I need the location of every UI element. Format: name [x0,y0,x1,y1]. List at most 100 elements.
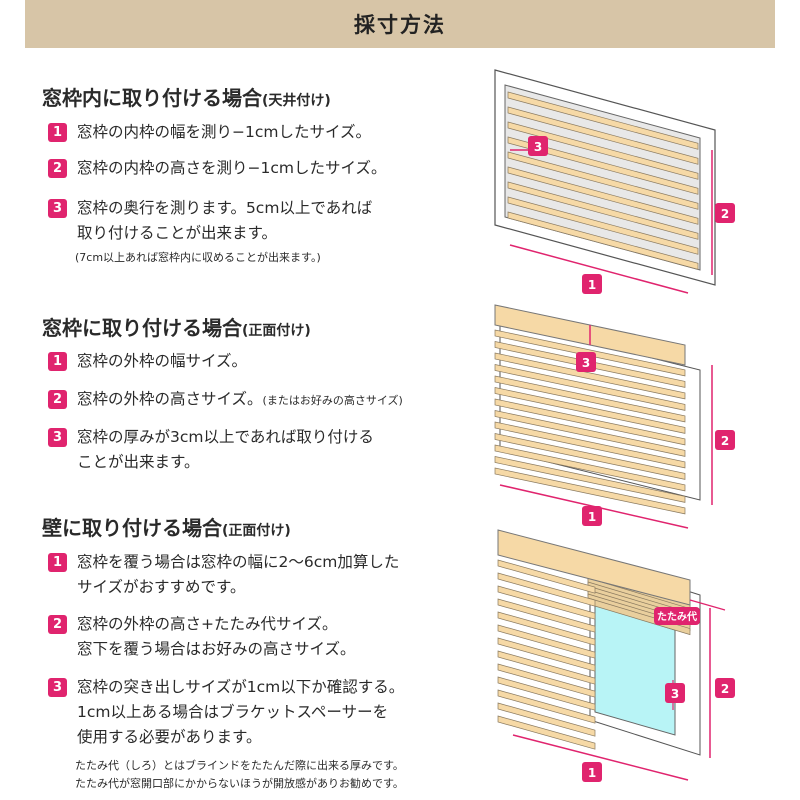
number-badge: 3 [48,678,67,697]
note-text: たたみ代（しろ）とはブラインドをたたんだ際に出来る厚みです。 [75,759,404,772]
slat [497,702,596,737]
number-badge: 1 [48,352,67,371]
slat [497,663,596,698]
item-text: 窓枠の奥行を測ります。5cm以上であれば [77,199,373,217]
slat [507,166,699,225]
item-text: 窓枠の内枠の幅を測り−1cmしたサイズ。 [77,123,372,141]
slat [497,585,596,620]
badge-label: 1 [588,510,596,524]
slat [497,559,596,594]
slat [497,624,596,659]
heading-subtitle: (天井付け) [262,93,331,109]
list-item: 3 窓枠の厚みが3cm以上であれば取り付けることが出来ます。 [48,425,374,475]
tatami-badge [654,607,700,625]
slat [497,650,596,685]
badge-label: 2 [721,207,729,221]
list-item: 2 窓枠の外枠の高さサイズ。(またはお好みの高さサイズ) [48,387,403,413]
item-aside: (またはお好みの高さサイズ) [262,394,403,407]
slat [494,398,686,446]
slat [507,106,699,165]
item-text: 窓枠の外枠の高さサイズ。 [77,390,263,408]
slat [494,421,686,469]
list-item: 2 窓枠の外枠の高さ+たたみ代サイズ。窓下を覆う場合はお好みの高さサイズ。 [48,612,356,662]
badge-label: 3 [582,356,590,370]
slat [497,715,596,750]
badge-label: 1 [588,278,596,292]
badge-3 [528,136,548,156]
badge-1 [582,506,602,526]
section-heading-on-frame: 窓枠に取り付ける場合(正面付け) [42,312,311,341]
number-badge: 1 [48,553,67,572]
list-item: 1 窓枠の内枠の幅を測り−1cmしたサイズ。 [48,120,371,145]
slat [497,689,596,724]
item-text: 窓枠の内枠の高さを測り−1cmしたサイズ。 [77,159,387,177]
slat [494,456,686,503]
number-badge: 1 [48,123,67,142]
page-header: 採寸方法 [25,0,775,48]
item-text: 窓枠の外枠の高さ+たたみ代サイズ。 [77,615,338,633]
item-text: 窓枠の突き出しサイズが1cm以下か確認する。 [77,678,405,696]
slat [494,467,686,515]
slat [494,387,686,434]
slat [507,181,699,240]
item-text: 使用する必要があります。 [77,728,262,746]
badge-3 [665,683,685,703]
badge-1 [582,274,602,294]
slat [507,196,699,255]
heading-subtitle: (正面付け) [222,523,291,539]
note-text: たたみ代が窓開口部にかからないほうが開放感がありお勧めです。 [75,777,404,790]
note-text: (7cm以上あれば窓枠内に収めることが出来ます。) [75,251,321,264]
page-title: 採寸方法 [354,13,446,37]
slat [494,410,686,457]
slat [507,136,699,195]
list-item: 2 窓枠の内枠の高さを測り−1cmしたサイズ。 [48,156,387,181]
heading-subtitle: (正面付け) [242,323,311,339]
badge-1 [582,762,602,782]
item-text: 窓下を覆う場合はお好みの高さサイズ。 [77,640,356,658]
slat [497,637,596,672]
item-text: 窓枠の外枠の幅サイズ。 [77,352,248,370]
badge-2 [715,678,735,698]
slat [507,211,699,270]
number-badge: 2 [48,159,67,178]
list-item: 1 窓枠の外枠の幅サイズ。 [48,349,247,374]
item-text: 窓枠の厚みが3cm以上であれば取り付ける [77,428,374,446]
tatami-label: たたみ代 [657,610,697,623]
slat [494,433,686,480]
badge-label: 2 [721,434,729,448]
item-text: 窓枠を覆う場合は窓枠の幅に2〜6cm加算した [77,553,400,571]
slat [507,151,699,210]
diagram-inside-frame: 1 2 3 [494,69,735,294]
diagram-on-frame: 1 2 3 [494,304,735,529]
badge-label: 3 [534,140,542,154]
slat [497,676,596,711]
badge-label: 1 [588,766,596,780]
slat [494,444,686,492]
section-heading-wall: 壁に取り付ける場合(正面付け) [42,512,291,541]
heading-text: 壁に取り付ける場合 [42,516,222,540]
slat [507,91,699,150]
slat [494,352,686,400]
list-item: 3 窓枠の奥行を測ります。5cm以上であれば取り付けることが出来ます。 [48,196,372,246]
section-heading-inside-frame: 窓枠内に取り付ける場合(天井付け) [42,82,331,111]
number-badge: 3 [48,428,67,447]
badge-label: 3 [671,687,679,701]
diagram-wall: 1 2 3 たたみ代 [497,529,735,782]
heading-text: 窓枠に取り付ける場合 [42,316,242,340]
slat [497,598,596,633]
slat [494,364,686,411]
number-badge: 3 [48,199,67,218]
heading-text: 窓枠内に取り付ける場合 [42,86,262,110]
slat [494,375,686,423]
badge-2 [715,430,735,450]
slat [497,611,596,646]
item-text: ことが出来ます。 [77,453,200,471]
item-text: 取り付けることが出来ます。 [77,224,277,242]
badge-2 [715,203,735,223]
slat [497,572,596,607]
number-badge: 2 [48,615,67,634]
number-badge: 2 [48,390,67,409]
